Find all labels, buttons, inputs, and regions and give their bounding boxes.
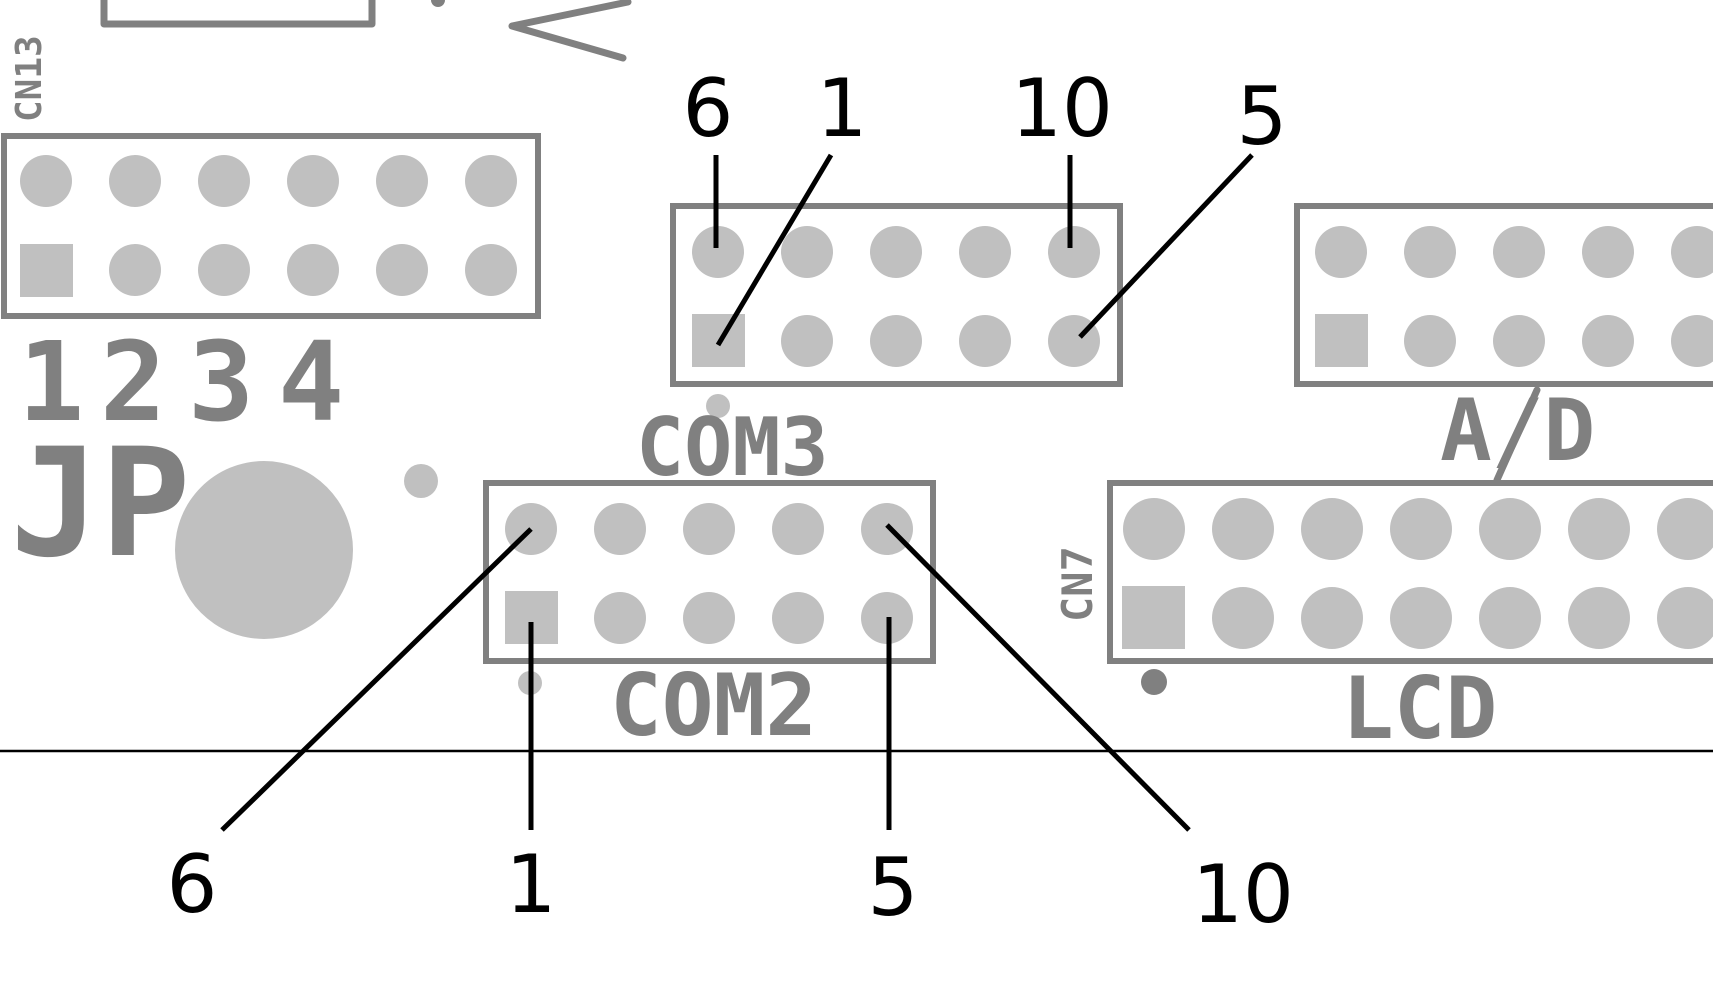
com3-callout-number-1: 1 — [817, 62, 868, 155]
lcd-pad — [1568, 587, 1630, 649]
cn13-pad — [465, 155, 517, 207]
com3-callout-line-5 — [1078, 153, 1254, 339]
com3-callout-number-10: 10 — [1011, 62, 1113, 155]
ad-connector — [1294, 203, 1713, 387]
ad-pad — [1493, 315, 1545, 367]
cn13-pad — [376, 244, 428, 296]
cn13-pad — [109, 244, 161, 296]
com2-pad — [594, 503, 646, 555]
lcd-pad — [1568, 498, 1630, 560]
com2-callout-line-6 — [220, 527, 533, 832]
com2-callout-number-6: 6 — [167, 838, 218, 931]
top-partial-outline — [100, 0, 376, 28]
cn13-pad — [198, 155, 250, 207]
com2-connector — [483, 480, 936, 664]
cn13-label: CN13 — [9, 35, 50, 122]
com3-pad — [1048, 226, 1100, 278]
jumper-number-1: 1 — [18, 318, 84, 446]
lcd-pad — [1390, 587, 1452, 649]
lcd-pad — [1301, 498, 1363, 560]
ad-outline — [1294, 203, 1713, 387]
jumper-number-4: 4 — [278, 318, 344, 446]
via-cn7 — [1141, 669, 1167, 695]
lcd-pad — [1212, 587, 1274, 649]
ad-pad — [1671, 226, 1713, 278]
com3-pad — [781, 315, 833, 367]
com3-pad — [959, 226, 1011, 278]
com2-pad — [772, 503, 824, 555]
com3-pad — [959, 315, 1011, 367]
com3-callout-number-5: 5 — [1237, 70, 1288, 163]
cn7-label: CN7 — [1053, 546, 1102, 622]
lcd-label: LCD — [1342, 659, 1497, 759]
com3-connector — [670, 203, 1123, 387]
com3-pad — [692, 226, 744, 278]
lcd-pad — [1212, 498, 1274, 560]
jumper-number-2: 2 — [100, 318, 166, 446]
cn13-outline — [1, 133, 541, 319]
cn13-pad — [376, 155, 428, 207]
ad-pad — [1582, 315, 1634, 367]
ad-slash-line — [1493, 386, 1541, 484]
ad-pin-1-square — [1315, 314, 1368, 367]
ad-pad — [1315, 226, 1367, 278]
com3-pad — [870, 315, 922, 367]
cn13-connector — [1, 133, 541, 319]
lcd-pad — [1479, 498, 1541, 560]
cn13-pin-1-square — [20, 244, 73, 297]
com2-callout-number-5: 5 — [868, 841, 919, 934]
lcd-connector — [1107, 480, 1713, 664]
jumper-number-3: 3 — [188, 318, 254, 446]
lcd-pin-1-square — [1122, 586, 1185, 649]
com2-pad — [683, 592, 735, 644]
top-dot — [431, 0, 445, 7]
com2-label: COM2 — [610, 656, 817, 756]
com2-pad — [861, 503, 913, 555]
com3-label: COM3 — [636, 401, 829, 494]
lcd-pad — [1301, 587, 1363, 649]
top-chevron — [508, 0, 632, 62]
via-near-jp — [404, 464, 438, 498]
lcd-outline — [1107, 480, 1713, 664]
lcd-pad — [1657, 587, 1713, 649]
jp-label: JP — [10, 417, 191, 591]
ad-pad — [1671, 315, 1713, 367]
ad-pad — [1582, 226, 1634, 278]
cn13-pad — [465, 244, 517, 296]
lcd-pad — [1390, 498, 1452, 560]
via-com3 — [706, 394, 730, 418]
ad-pad — [1493, 226, 1545, 278]
com2-callout-line-10 — [885, 523, 1191, 832]
com3-pad — [870, 226, 922, 278]
com2-pad — [772, 592, 824, 644]
lcd-pad — [1657, 498, 1713, 560]
mounting-hole — [175, 461, 353, 639]
lcd-pad — [1479, 587, 1541, 649]
com3-callout-line-1 — [715, 153, 834, 347]
com2-pad — [683, 503, 735, 555]
com2-callout-number-1: 1 — [506, 838, 557, 931]
cn13-pad — [198, 244, 250, 296]
cn13-pad — [20, 155, 72, 207]
cn13-pad — [287, 155, 339, 207]
ad-pad — [1404, 315, 1456, 367]
ad-pad — [1404, 226, 1456, 278]
lcd-pad — [1123, 498, 1185, 560]
com3-callout-number-6: 6 — [683, 62, 734, 155]
com2-callout-number-10: 10 — [1192, 848, 1294, 941]
com3-pad — [781, 226, 833, 278]
cn13-pad — [287, 244, 339, 296]
com2-pad — [594, 592, 646, 644]
cn13-pad — [109, 155, 161, 207]
